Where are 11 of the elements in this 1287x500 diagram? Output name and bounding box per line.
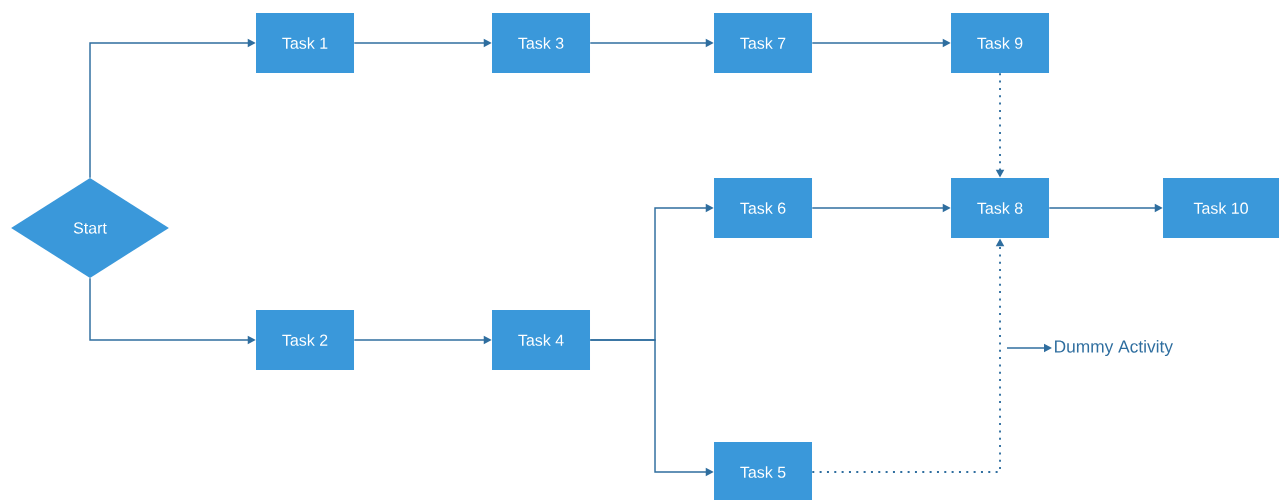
task-box: Task 3	[492, 13, 590, 73]
task-box: Task 2	[256, 310, 354, 370]
task-box: Task 9	[951, 13, 1049, 73]
annotation-text: Dummy Activity	[1055, 339, 1173, 357]
task-box: Task 7	[714, 13, 812, 73]
task-box: Task 5	[714, 442, 812, 500]
task-box: Task 8	[951, 178, 1049, 238]
task-box: Task 6	[714, 178, 812, 238]
task-box: Task 4	[492, 310, 590, 370]
task-box: Task 10	[1163, 178, 1279, 238]
task-box: Task 1	[256, 13, 354, 73]
